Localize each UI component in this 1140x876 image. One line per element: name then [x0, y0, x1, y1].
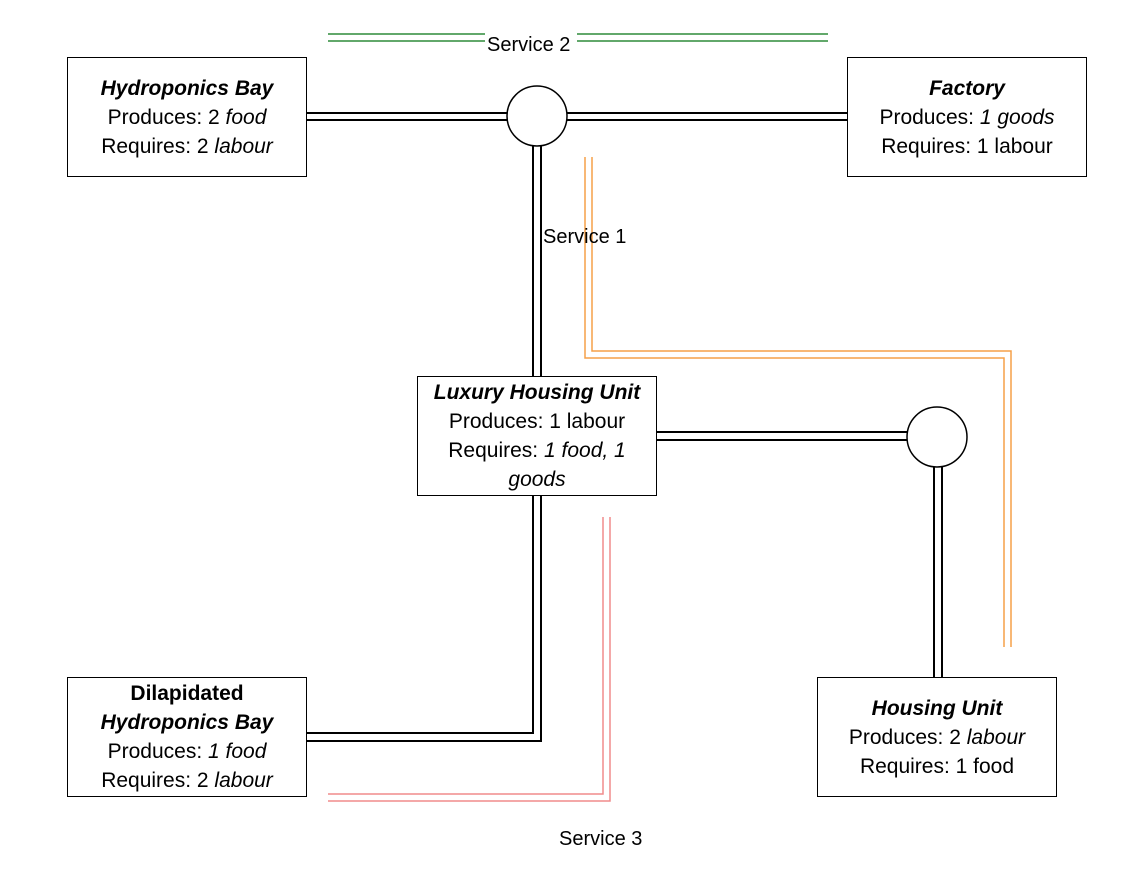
- node-requires: Requires: 1 food, 1: [448, 436, 625, 465]
- requires-item: labour: [214, 134, 273, 158]
- produces-prefix: Produces: 2: [107, 105, 226, 129]
- node-dilapidated-hydroponics-bay[interactable]: Dilapidated Hydroponics Bay Produces: 1 …: [67, 677, 307, 797]
- wire-junction-to-factory: [566, 112, 847, 121]
- service-2-right-line: [577, 33, 828, 42]
- wire-junction-to-luxury: [532, 146, 542, 376]
- node-hydroponics-bay[interactable]: Hydroponics Bay Produces: 2 food Require…: [67, 57, 307, 177]
- node-produces: Produces: 1 labour: [448, 410, 626, 433]
- node-housing-unit[interactable]: Housing Unit Produces: 2 labour Requires…: [817, 677, 1057, 797]
- node-title-line-1: Dilapidated: [130, 679, 243, 708]
- node-title: Factory: [929, 76, 1005, 100]
- node-produces: Produces: 2 labour: [849, 723, 1025, 752]
- service-3-line: [328, 517, 611, 802]
- junction-top: [506, 85, 568, 147]
- node-title: Luxury Housing Unit: [433, 381, 641, 404]
- requires-item: 1 food, 1: [543, 439, 626, 462]
- wire-hydroponics-to-junction: [307, 112, 508, 121]
- service-2-left-line: [328, 33, 485, 42]
- node-title: Hydroponics Bay: [100, 76, 274, 100]
- node-requires: Requires: 1 food: [859, 754, 1015, 778]
- node-requires: Requires: 2 labour: [101, 132, 273, 161]
- node-requires: Requires: 1 labour: [881, 134, 1053, 158]
- wire-junction-right-to-housing: [933, 466, 943, 677]
- service-2-line: [328, 33, 828, 42]
- title-word-dilapidated: Dilapidated: [130, 682, 244, 705]
- wire-luxury-to-dilapidated: [307, 496, 542, 742]
- node-title: Housing Unit: [871, 696, 1003, 720]
- node-factory[interactable]: Factory Produces: 1 goods Requires: 1 la…: [847, 57, 1087, 177]
- produces-item: 1 goods: [979, 105, 1055, 129]
- produces-prefix: Produces:: [107, 740, 208, 763]
- produces-item: labour: [966, 725, 1026, 749]
- node-produces: Produces: 2 food: [108, 103, 267, 132]
- node-luxury-housing-unit[interactable]: Luxury Housing Unit Produces: 1 labour R…: [417, 376, 657, 496]
- node-requires-continued: goods: [508, 465, 565, 494]
- service-2-label: Service 2: [486, 34, 572, 56]
- node-title-line-2: Hydroponics Bay: [100, 711, 274, 734]
- wire-luxury-to-junction-right: [657, 431, 908, 441]
- node-requires: Requires: 2 labour: [101, 766, 273, 795]
- produces-item: food: [225, 105, 267, 129]
- requires-item: labour: [214, 769, 273, 792]
- requires-prefix: Requires:: [448, 439, 544, 462]
- service-1-network: [307, 112, 943, 742]
- requires-prefix: Requires: 2: [101, 769, 215, 792]
- junction-right: [906, 406, 968, 468]
- produces-item: 1 food: [208, 740, 267, 763]
- service-1-label: Service 1: [543, 226, 627, 248]
- produces-prefix: Produces: 2: [848, 725, 967, 749]
- requires-item-continued: goods: [508, 468, 566, 491]
- service-3-label: Service 3: [559, 828, 643, 850]
- produces-prefix: Produces:: [879, 105, 980, 129]
- orange-route-line: [584, 157, 1012, 647]
- node-produces: Produces: 1 goods: [879, 103, 1054, 132]
- requires-prefix: Requires: 2: [101, 134, 215, 158]
- node-produces: Produces: 1 food: [108, 737, 267, 766]
